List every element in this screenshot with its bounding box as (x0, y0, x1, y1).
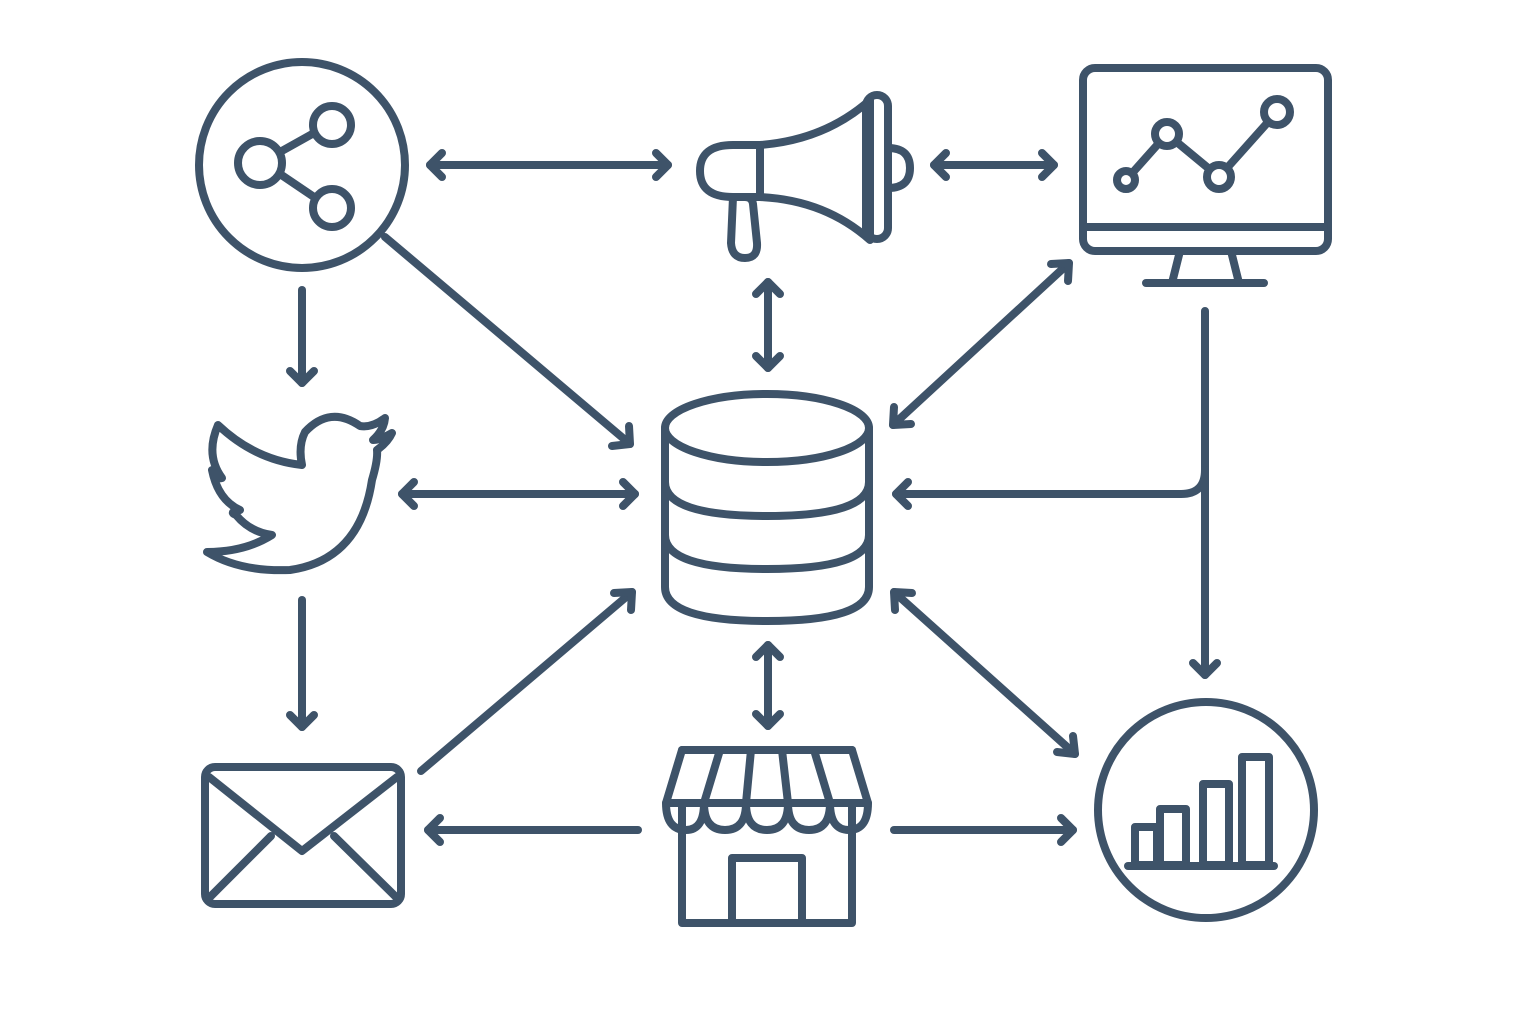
connector-megaphone-monitor (930, 149, 1058, 181)
twitter-bird-icon (203, 412, 396, 575)
connector-megaphone-database (752, 278, 784, 372)
database-icon (661, 390, 873, 625)
connector-share-bird (286, 286, 318, 387)
monitor-line-chart-icon (1079, 64, 1332, 287)
connector-store-barchart (890, 814, 1077, 846)
bar-chart-circle-icon (1094, 698, 1318, 922)
storefront-icon (662, 746, 872, 927)
share-icon (195, 58, 409, 272)
connector-email-database (417, 588, 636, 775)
connector-database-barchart (890, 588, 1079, 758)
megaphone-icon (696, 91, 914, 262)
connector-share-megaphone (426, 149, 672, 181)
connector-database-store (752, 641, 784, 730)
connector-monitor-database (889, 259, 1073, 429)
connectors (286, 149, 1221, 846)
connector-share-database (381, 233, 634, 450)
envelope-icon (201, 763, 405, 908)
connector-monitor-branch (892, 307, 1221, 679)
connector-bird-database (398, 478, 639, 510)
connector-bird-email (286, 596, 318, 731)
connector-store-email (424, 814, 642, 846)
